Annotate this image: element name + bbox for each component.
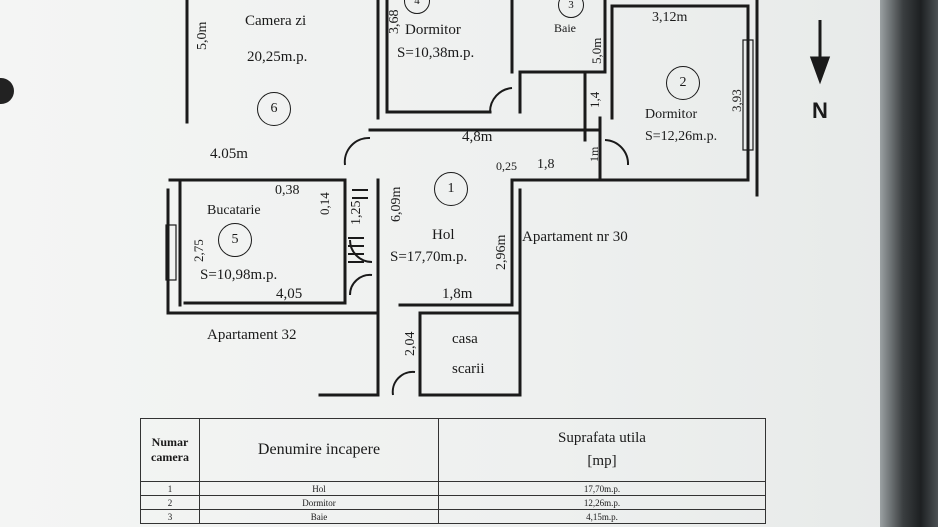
room-num-kitchen: 5 — [218, 223, 252, 257]
room-name-hall: Hol — [432, 227, 455, 243]
dim-1-8-bottom: 1,8m — [442, 286, 473, 302]
window-bed2 — [742, 39, 754, 151]
table-header-row: Numar camera Denumire incapere Suprafata… — [140, 418, 766, 482]
table-row: 3 Baie 4,15m.p. — [140, 509, 766, 524]
th-room-number: Numar camera — [140, 418, 200, 482]
door-arc-kitchen-b — [348, 273, 373, 296]
zone-apartment-30: Apartament nr 30 — [522, 229, 628, 245]
dim-2-96: 2,96m — [494, 234, 509, 270]
room-num-hall: 1 — [434, 172, 468, 206]
th-room-area: Suprafata utila [mp] — [438, 418, 766, 482]
dim-0-14: 0,14 — [317, 192, 332, 215]
north-label: N — [812, 98, 828, 123]
zone-stair-line1: casa — [452, 331, 478, 347]
dim-hall-4-8: 4,8m — [462, 129, 493, 145]
table-row: 1 Hol 17,70m.p. — [140, 481, 766, 496]
door-arc-kitchen — [349, 239, 373, 263]
zone-stair-line2: scarii — [452, 361, 485, 377]
room-area-living: 20,25m.p. — [247, 49, 308, 65]
punch-hole — [0, 78, 14, 104]
door-arc-living — [343, 136, 371, 166]
dim-bed4-height: 3,68 — [387, 9, 402, 35]
dim-kitchen-height: 2,75 — [191, 239, 206, 262]
room-num-bed2: 2 — [666, 66, 700, 100]
room-name-bed2: Dormitor — [645, 107, 698, 122]
dim-kitchen-width: 4,05 — [276, 286, 303, 302]
dim-bed2-width: 3,12m — [652, 10, 688, 25]
room-name-living: Camera zi — [245, 13, 307, 29]
door-arc-bed2 — [604, 139, 630, 166]
zone-apartment-32: Apartament 32 — [207, 327, 297, 343]
room-area-hall: S=17,70m.p. — [390, 249, 468, 265]
dim-1-8-top: 1,8 — [537, 157, 555, 172]
dim-bed2-height: 3,93 — [729, 89, 744, 112]
room-area-bed4: S=10,38m.p. — [397, 45, 475, 61]
rooms-table: Numar camera Denumire incapere Suprafata… — [140, 418, 766, 524]
background-edge — [880, 0, 938, 527]
dim-2-04: 2,04 — [403, 331, 418, 357]
room-name-bed4: Dormitor — [405, 22, 461, 38]
dim-0-25: 0,25 — [496, 159, 517, 173]
door-arc-entry — [391, 370, 416, 396]
dim-living-height: 5,0m — [195, 21, 210, 50]
dim-1-25: 1,25 — [349, 200, 364, 226]
dim-hall-1-4: 1,4 — [587, 91, 602, 108]
th-room-name: Denumire incapere — [199, 418, 439, 482]
room-num-living: 6 — [257, 92, 291, 126]
table-row: 2 Dormitor 12,26m.p. — [140, 495, 766, 510]
room-area-bed2: S=12,26m.p. — [645, 129, 718, 144]
room-area-kitchen: S=10,98m.p. — [200, 267, 278, 283]
dim-hall-1m: 1m — [587, 146, 601, 162]
window-kitchen — [165, 224, 177, 281]
dim-0-38: 0,38 — [275, 183, 300, 198]
door-arc-bed4 — [488, 87, 513, 113]
room-name-bath: Baie — [554, 21, 576, 35]
dim-living-width: 4.05m — [210, 146, 248, 162]
dim-bath-height: 5,0m — [589, 37, 604, 64]
dim-hall-height: 6,09m — [389, 186, 404, 222]
room-name-kitchen: Bucatarie — [207, 203, 261, 218]
